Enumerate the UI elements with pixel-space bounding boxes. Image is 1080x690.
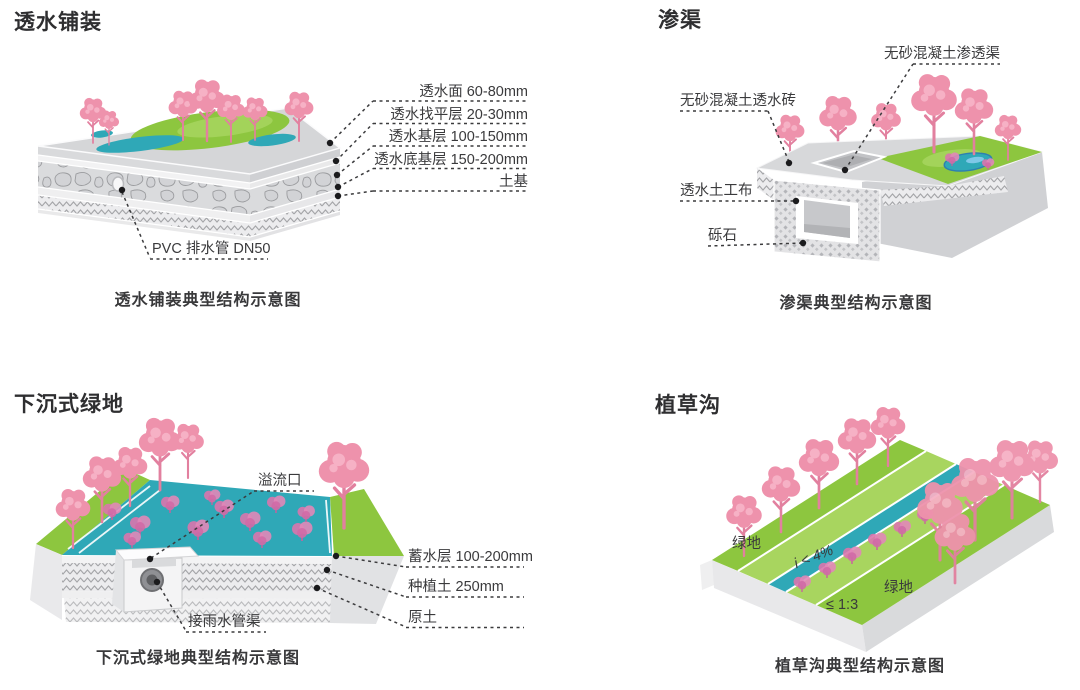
label-side-slope: ≤ 1:3	[826, 597, 859, 613]
label-planting-soil: 种植土 250mm	[408, 579, 504, 595]
label-rain-pipe: 接雨水管渠	[188, 614, 261, 630]
leader-lines	[121, 100, 528, 260]
label-permeable-brick: 无砂混凝土透水砖	[680, 93, 796, 109]
puddle-shapes	[91, 130, 296, 153]
leader-lines	[680, 63, 1000, 247]
leader-dots	[146, 552, 340, 592]
diagram-sunken-green	[30, 416, 524, 633]
diagram-permeable-pavement	[37, 78, 528, 260]
label-green-left: 绿地	[732, 536, 761, 552]
label-native-soil: 原土	[408, 609, 437, 626]
channel-opening	[810, 149, 888, 174]
label-gravel: 砾石	[708, 228, 737, 244]
leader-lines	[150, 490, 524, 633]
label-geotextile: 透水土工布	[680, 183, 753, 199]
green-strip-left	[36, 469, 150, 555]
hatch-face-left	[757, 168, 774, 200]
diagram-grass-swale	[700, 405, 1060, 652]
side-face-front-right	[862, 505, 1054, 652]
leader-dots	[118, 139, 342, 200]
quadrant-title-permeable-pavement: 透水铺装	[14, 11, 102, 34]
caption-infiltration-channel: 渗渠典型结构示意图	[779, 295, 933, 312]
gravel-block	[773, 179, 881, 263]
label-green-right: 绿地	[884, 580, 913, 596]
label-leveling-layer: 透水找平层 20-30mm	[390, 106, 528, 123]
soil-layer-bands	[30, 544, 404, 624]
basin-edge-lines	[67, 485, 331, 554]
side-face-front-left	[712, 560, 866, 652]
quadrant-title-sunken-green: 下沉式绿地	[14, 393, 124, 416]
label-subbase-layer: 透水底基层 150-200mm	[374, 151, 528, 168]
label-permeable-channel: 无砂混凝土渗透渠	[884, 46, 1000, 62]
hatch-face-mid	[880, 176, 1008, 206]
caption-sunken-green: 下沉式绿地典型结构示意图	[95, 650, 300, 667]
quadrant-title-grass-swale: 植草沟	[655, 394, 721, 417]
label-overflow-outlet: 溢流口	[258, 473, 302, 489]
pavement-layer-bands	[37, 146, 341, 241]
label-subgrade: 土基	[499, 174, 528, 190]
label-permeable-surface: 透水面 60-80mm	[419, 84, 528, 100]
label-storage-layer: 蓄水层 100-200mm	[408, 549, 533, 565]
label-base-layer: 透水基层 100-150mm	[388, 129, 528, 145]
caption-permeable-pavement: 透水铺装典型结构示意图	[114, 292, 302, 309]
side-face-left	[700, 560, 714, 590]
label-pvc-pipe: PVC 排水管 DN50	[152, 241, 271, 257]
leader-dots	[785, 159, 849, 247]
caption-grass-swale: 植草沟典型结构示意图	[774, 658, 945, 675]
green-strip-right	[330, 489, 404, 556]
quadrant-title-infiltration-channel: 渗渠	[658, 9, 702, 32]
diagram-infiltration-channel	[680, 63, 1048, 263]
